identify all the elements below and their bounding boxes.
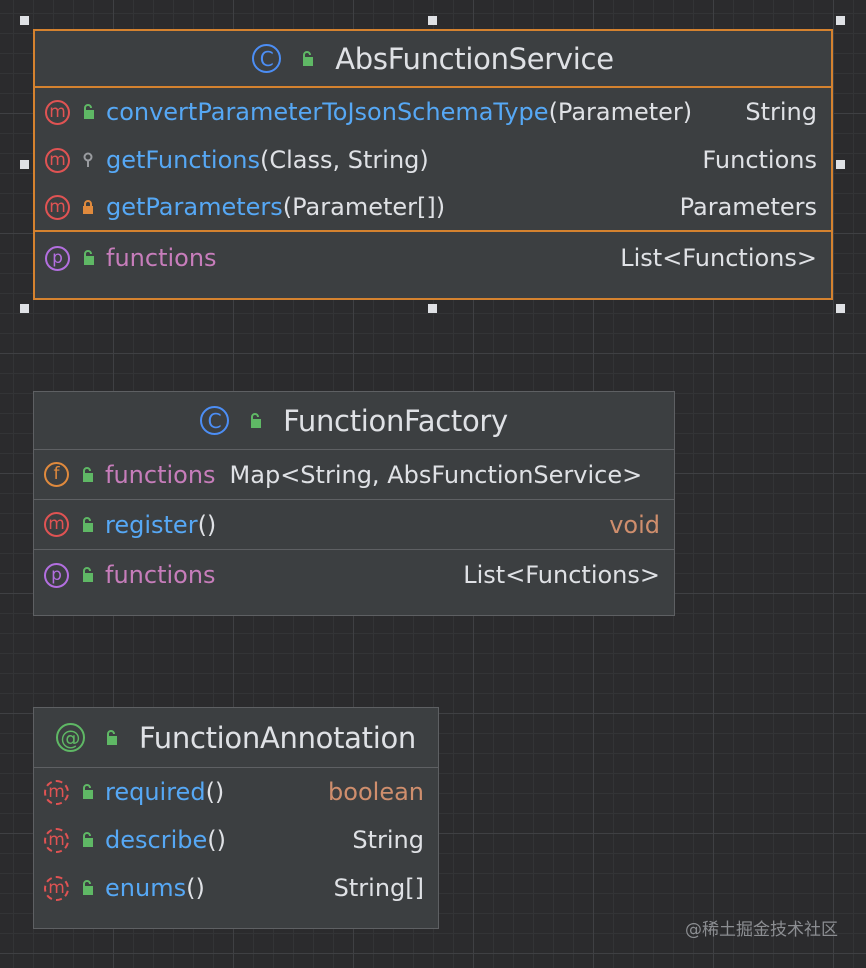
method-name: convertParameterToJsonSchemaType — [106, 98, 549, 126]
method-name: getFunctions — [106, 146, 260, 174]
method-row[interactable]: m getParameters (Parameter[]) Parameters — [35, 184, 831, 232]
method-params: () — [197, 510, 217, 539]
resize-handle-middle-right[interactable] — [836, 160, 845, 169]
public-visibility-icon — [77, 515, 97, 535]
class-title: AbsFunctionService — [335, 41, 614, 76]
method-return-type: String[] — [333, 874, 424, 902]
resize-handle-top-right[interactable] — [836, 16, 845, 25]
property-icon: p — [44, 562, 69, 588]
public-visibility-icon — [77, 830, 97, 850]
resize-handle-top-middle[interactable] — [428, 16, 437, 25]
class-icon: C — [252, 44, 282, 73]
class-header: C FunctionFactory — [34, 392, 674, 450]
method-name: describe — [105, 826, 208, 854]
field-row[interactable]: f functions Map<String, AbsFunctionServi… — [34, 450, 674, 500]
resize-handle-bottom-left[interactable] — [20, 304, 29, 313]
public-visibility-icon — [78, 102, 98, 122]
method-row[interactable]: m getFunctions (Class, String) Functions — [35, 136, 831, 184]
class-header: C AbsFunctionService — [35, 31, 831, 88]
method-row[interactable]: m convertParameterToJsonSchemaType (Para… — [35, 88, 831, 136]
class-title: FunctionFactory — [283, 403, 508, 438]
method-icon: m — [45, 194, 70, 220]
annotation-icon: @ — [56, 723, 85, 752]
public-visibility-icon — [101, 728, 121, 748]
method-row[interactable]: m enums () String[] — [34, 864, 438, 912]
method-icon: m — [45, 99, 70, 125]
method-return-type: Parameters — [679, 193, 817, 221]
property-row[interactable]: p functions List<Functions> — [34, 550, 674, 600]
method-icon: m — [45, 147, 70, 173]
class-title: FunctionAnnotation — [139, 720, 416, 755]
public-visibility-icon — [245, 411, 265, 431]
method-icon: m — [44, 512, 69, 537]
public-visibility-icon — [78, 248, 98, 268]
class-header: @ FunctionAnnotation — [34, 708, 438, 768]
resize-handle-top-left[interactable] — [20, 16, 29, 25]
public-visibility-icon — [77, 878, 97, 898]
method-row[interactable]: m register () void — [34, 500, 674, 550]
method-params: (Class, String) — [260, 146, 429, 174]
abstract-method-icon: m — [44, 875, 69, 901]
resize-handle-middle-left[interactable] — [20, 160, 29, 169]
method-params: () — [205, 778, 225, 806]
method-name: required — [105, 778, 206, 806]
private-visibility-icon — [78, 197, 98, 217]
method-params: () — [207, 826, 226, 854]
method-name: register — [105, 510, 198, 539]
package-visibility-icon — [78, 150, 98, 170]
resize-handle-bottom-middle[interactable] — [428, 304, 437, 313]
field-icon: f — [44, 462, 69, 487]
method-return-type: Functions — [702, 146, 817, 174]
class-icon: C — [200, 406, 230, 435]
public-visibility-icon — [297, 49, 317, 69]
method-name: enums — [105, 874, 187, 902]
property-name: functions — [106, 244, 217, 272]
abstract-method-icon: m — [44, 827, 69, 853]
public-visibility-icon — [77, 465, 97, 485]
field-type: Map<String, AbsFunctionService> — [229, 460, 643, 489]
field-name: functions — [105, 460, 216, 489]
annotation-node-functionannotation[interactable]: @ FunctionAnnotation m required () boole… — [33, 707, 439, 929]
class-node-functionfactory[interactable]: C FunctionFactory f functions Map<String… — [33, 391, 675, 616]
resize-handle-bottom-right[interactable] — [836, 304, 845, 313]
method-params: () — [186, 874, 205, 902]
method-return-type: boolean — [328, 778, 424, 806]
method-params: (Parameter) — [548, 98, 693, 126]
method-return-type: String — [352, 826, 424, 854]
method-row[interactable]: m describe () String — [34, 816, 438, 864]
public-visibility-icon — [77, 782, 97, 802]
method-return-type: String — [745, 98, 817, 126]
abstract-method-icon: m — [44, 779, 69, 805]
property-name: functions — [105, 561, 216, 589]
property-type: List<Functions> — [463, 561, 660, 589]
property-type: List<Functions> — [620, 244, 817, 272]
property-row[interactable]: p functions List<Functions> — [35, 232, 831, 284]
method-return-type: void — [609, 510, 660, 539]
watermark: @稀土掘金技术社区 — [685, 920, 838, 940]
method-name: getParameters — [106, 193, 283, 221]
class-node-absfunctionservice[interactable]: C AbsFunctionService m convertParameterT… — [33, 29, 833, 300]
method-row[interactable]: m required () boolean — [34, 768, 438, 816]
method-params: (Parameter[]) — [282, 193, 446, 221]
property-icon: p — [45, 245, 70, 271]
public-visibility-icon — [77, 565, 97, 585]
